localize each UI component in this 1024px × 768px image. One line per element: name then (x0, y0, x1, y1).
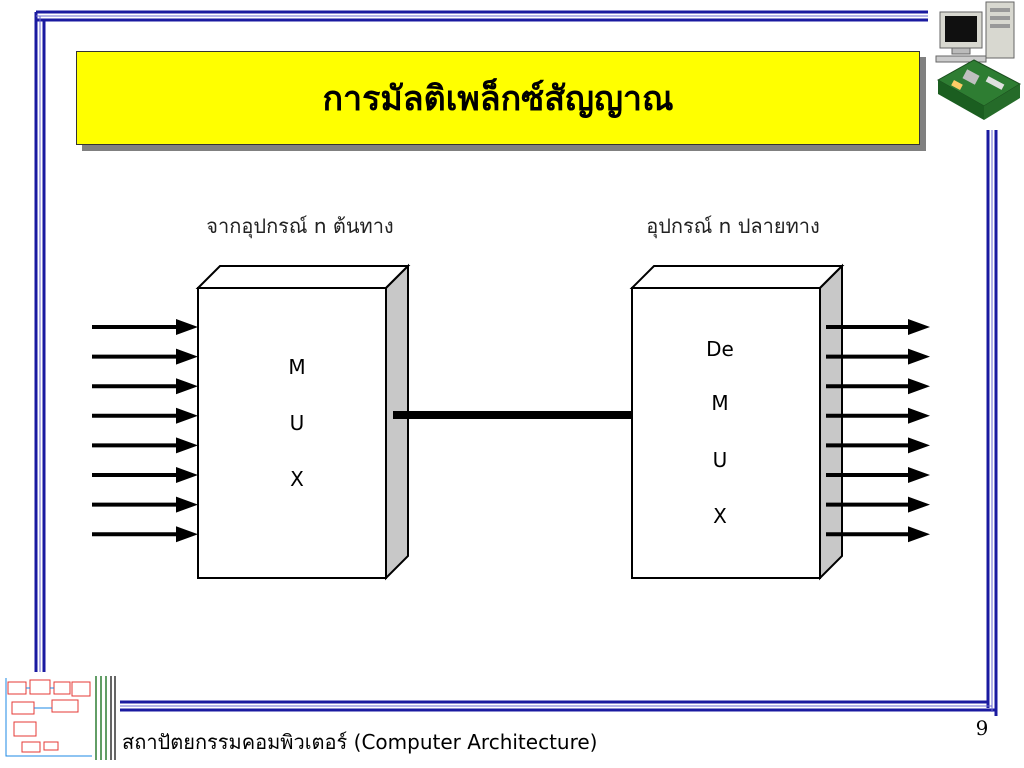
input-arrow-3 (92, 378, 198, 395)
input-arrows (92, 319, 198, 543)
input-arrow-5 (92, 437, 198, 454)
input-arrow-8 (92, 526, 198, 543)
mux-letter-x: X (290, 467, 304, 491)
output-arrow-4 (826, 407, 930, 424)
mux-letter-u: U (290, 411, 305, 435)
mux-letter-m: M (288, 355, 305, 379)
demux-letter-de: De (706, 337, 734, 361)
computer-icon (935, 1, 1015, 63)
input-arrow-2 (92, 348, 198, 365)
output-arrow-6 (826, 467, 930, 483)
demux-letter-m: M (711, 391, 728, 415)
block-diagram-thumbnail (2, 674, 120, 764)
input-arrow-4 (92, 407, 198, 424)
output-arrow-8 (826, 526, 930, 543)
output-arrow-1 (826, 319, 930, 335)
demux-letter-x: X (713, 504, 727, 528)
demux-box (629, 263, 845, 581)
output-arrows (826, 319, 930, 543)
input-arrow-1 (92, 319, 198, 335)
motherboard-icon (936, 59, 1022, 120)
mux-box (195, 263, 411, 581)
output-arrow-2 (826, 348, 930, 365)
page-number: 9 (975, 716, 989, 740)
title-banner (76, 51, 920, 145)
slide-title: การมัลติเพล็กซ์สัญญาณ (322, 79, 674, 119)
dest-label: อุปกรณ์ n ปลายทาง (646, 214, 820, 239)
input-arrow-7 (92, 496, 198, 513)
output-arrow-7 (826, 496, 930, 513)
output-arrow-3 (826, 378, 930, 395)
input-arrow-6 (92, 467, 198, 483)
source-label: จากอุปกรณ์ n ต้นทาง (206, 214, 393, 239)
output-arrow-5 (826, 437, 930, 454)
footer-course-title: สถาปัตยกรรมคอมพิวเตอร์ (Computer Archite… (122, 730, 598, 754)
demux-letter-u: U (713, 448, 728, 472)
